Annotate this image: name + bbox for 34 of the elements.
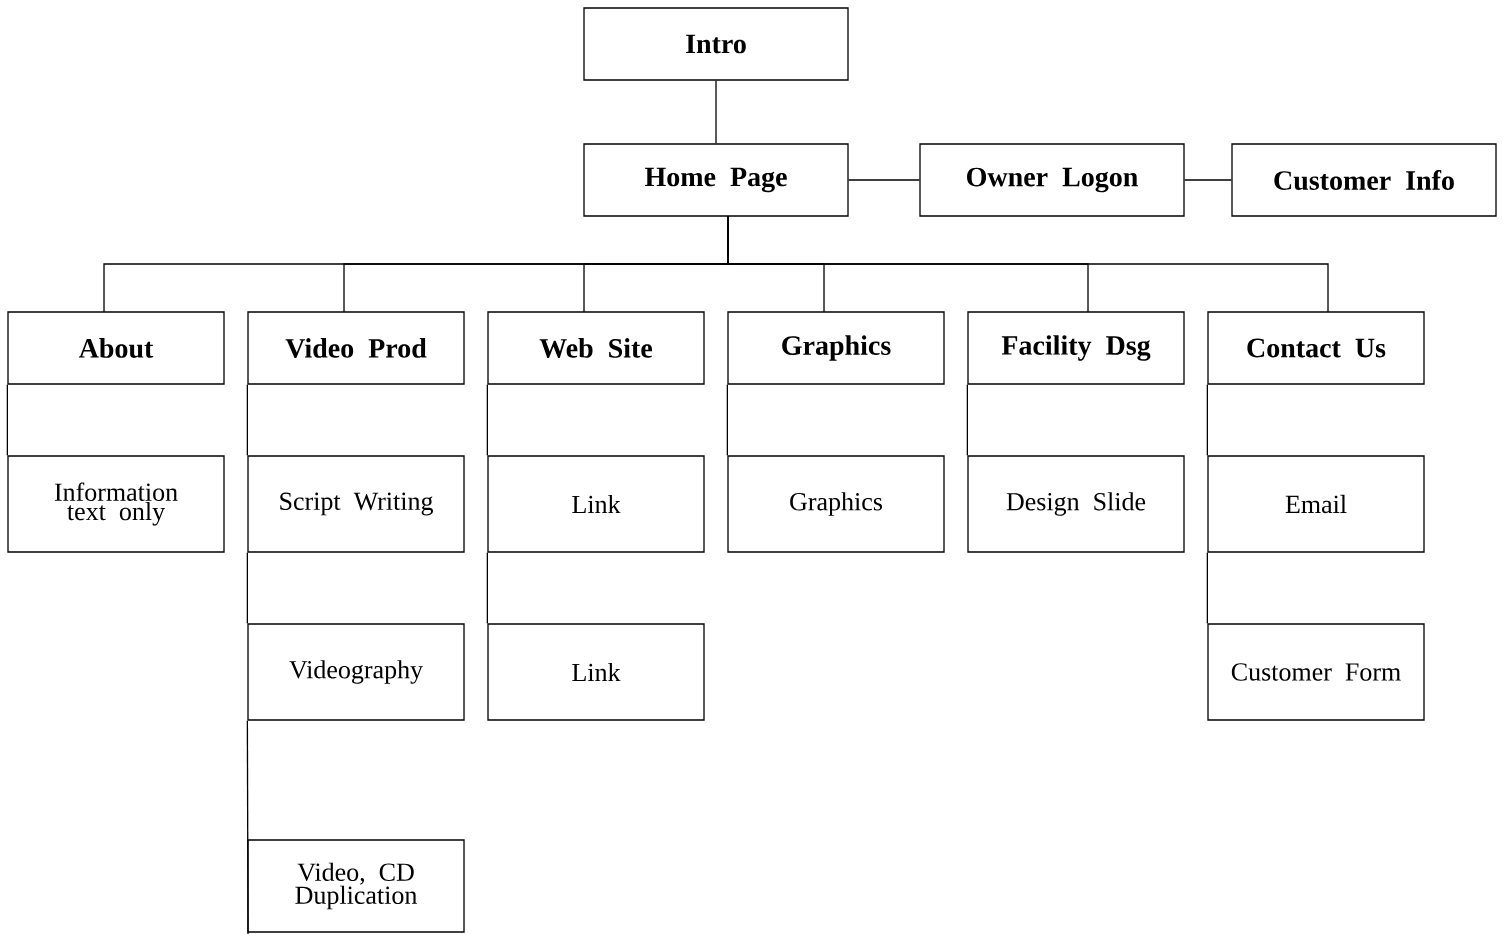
connector-line [246,384,248,456]
connector-line [486,384,488,456]
heading-box: Facility Dsg [967,311,1185,385]
connector-line [727,215,1329,313]
heading-box: About [7,311,225,385]
connector-line [1206,384,1208,456]
page-box: Graphics [727,455,945,553]
heading-box: Owner Logon [919,143,1185,217]
heading-box: Video Prod [247,311,465,385]
page-box: Email [1207,455,1425,553]
connector-line [246,720,249,934]
connector-line [1184,179,1232,181]
connector-line [486,552,488,624]
page-box: Link [487,455,705,553]
connector-line [966,384,968,456]
page-box: Videography [247,623,465,721]
page-box: Design Slide [967,455,1185,553]
connector-line [6,384,8,456]
heading-box: Home Page [583,143,849,217]
heading-box: Intro [583,7,849,81]
page-box: Script Writing [247,455,465,553]
connector-line [715,80,717,144]
connector-line [246,552,248,624]
heading-box: Contact Us [1207,311,1425,385]
page-box: Information text only [7,455,225,553]
connector-line [1206,552,1208,624]
heading-box: Graphics [727,311,945,385]
page-box: Link [487,623,705,721]
connector-line [726,384,728,456]
heading-box: Web Site [487,311,705,385]
heading-box: Customer Info [1231,143,1497,217]
page-box: Video, CD Duplication [247,839,465,933]
connector-line [848,179,920,181]
page-box: Customer Form [1207,623,1425,721]
